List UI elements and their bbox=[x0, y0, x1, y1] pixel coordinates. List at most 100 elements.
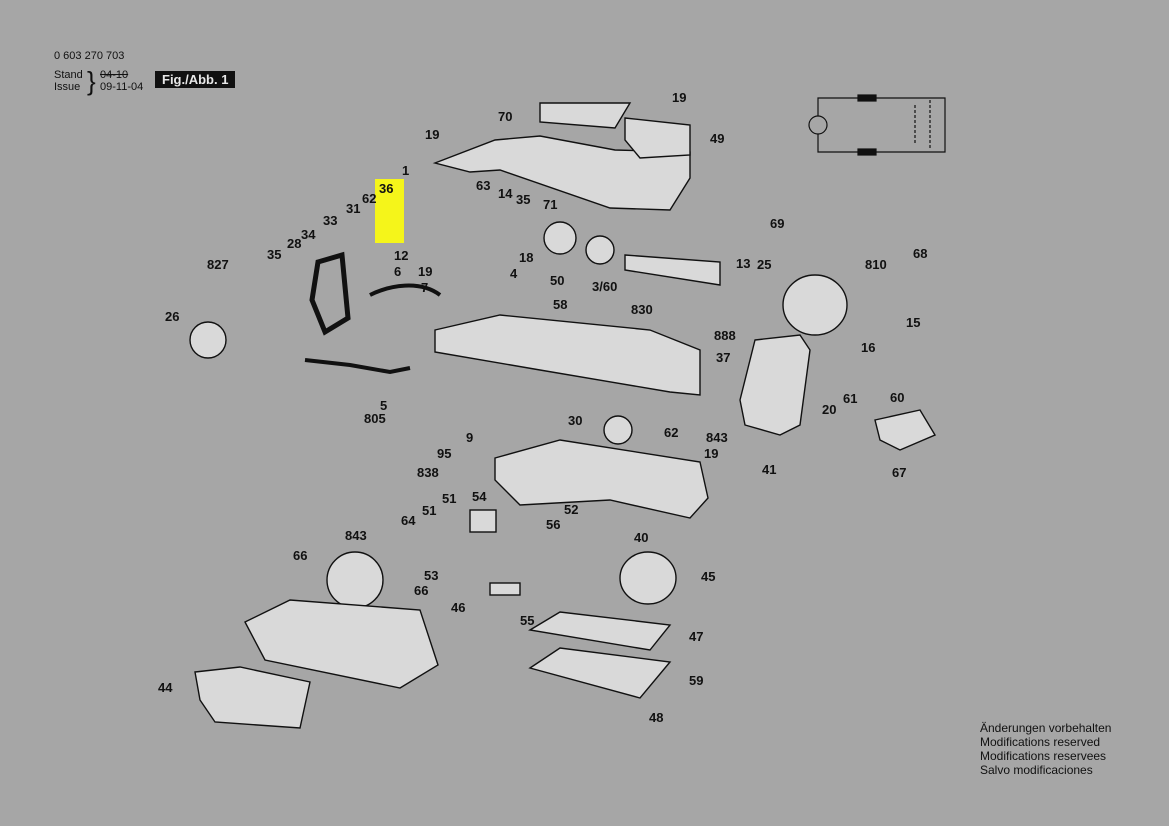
part-label-843: 843 bbox=[345, 528, 367, 543]
part-label-34: 34 bbox=[301, 227, 316, 242]
part-label-44: 44 bbox=[158, 680, 173, 695]
part-label-70: 70 bbox=[498, 109, 513, 124]
housing-top-part bbox=[432, 135, 691, 211]
part-label-36: 36 bbox=[379, 181, 394, 196]
part-label-69: 69 bbox=[770, 216, 785, 231]
part-label-3-60: 3/60 bbox=[592, 279, 618, 294]
cover-plate-part bbox=[539, 102, 632, 129]
part-label-53: 53 bbox=[424, 568, 439, 583]
part-label-810: 810 bbox=[865, 257, 887, 272]
highlight-marker bbox=[375, 179, 404, 243]
part-label-18: 18 bbox=[519, 250, 534, 265]
stand-label: Stand bbox=[54, 69, 83, 81]
side-cover-part bbox=[739, 334, 811, 436]
part-label-6: 6 bbox=[394, 264, 402, 279]
part-label-26: 26 bbox=[165, 309, 180, 324]
part-label-41: 41 bbox=[762, 462, 777, 477]
part-label-805: 805 bbox=[364, 411, 386, 426]
part-label-843: 843 bbox=[706, 430, 728, 445]
armature-part bbox=[624, 254, 721, 286]
part-label-62: 62 bbox=[362, 191, 377, 206]
part-label-47: 47 bbox=[689, 629, 704, 644]
part-label-830: 830 bbox=[631, 302, 653, 317]
part-label-13: 13 bbox=[736, 256, 751, 271]
part-label-19: 19 bbox=[418, 264, 433, 279]
part-label-40: 40 bbox=[634, 530, 649, 545]
dust-adapter-part bbox=[194, 666, 311, 729]
cord-sleeve-part bbox=[369, 283, 442, 297]
part-label-50: 50 bbox=[550, 273, 565, 288]
idler-roller-part bbox=[619, 551, 677, 605]
document-number: 0 603 270 703 bbox=[54, 50, 125, 62]
handle-part bbox=[874, 409, 937, 451]
modifications-note: Änderungen vorbehalten Modifications res… bbox=[980, 721, 1111, 777]
part-label-9: 9 bbox=[466, 430, 474, 445]
part-label-28: 28 bbox=[287, 236, 302, 251]
sanding-belt-part bbox=[244, 599, 439, 689]
part-label-838: 838 bbox=[417, 465, 439, 480]
part-label-827: 827 bbox=[207, 257, 229, 272]
part-label-56: 56 bbox=[546, 517, 561, 532]
part-label-25: 25 bbox=[757, 257, 772, 272]
part-label-1: 1 bbox=[402, 163, 410, 178]
part-label-52: 52 bbox=[564, 502, 579, 517]
part-label-95: 95 bbox=[437, 446, 452, 461]
base-housing-part bbox=[434, 314, 701, 396]
part-label-58: 58 bbox=[553, 297, 568, 312]
figure-badge: Fig./Abb. 1 bbox=[155, 71, 236, 88]
modifications-line-es: Salvo modificaciones bbox=[980, 763, 1093, 777]
part-label-64: 64 bbox=[401, 513, 416, 528]
part-label-37: 37 bbox=[716, 350, 731, 365]
gear-part bbox=[543, 221, 577, 255]
spring-part bbox=[469, 509, 497, 533]
part-label-60: 60 bbox=[890, 390, 905, 405]
part-label-66: 66 bbox=[414, 583, 429, 598]
gear-part bbox=[603, 415, 633, 445]
part-label-51: 51 bbox=[422, 503, 437, 518]
part-label-30: 30 bbox=[568, 413, 583, 428]
part-label-71: 71 bbox=[543, 197, 558, 212]
part-label-12: 12 bbox=[394, 248, 409, 263]
part-label-15: 15 bbox=[906, 315, 921, 330]
part-label-59: 59 bbox=[689, 673, 704, 688]
modifications-line-fr: Modifications reservees bbox=[980, 749, 1107, 763]
part-label-19: 19 bbox=[672, 90, 687, 105]
part-label-35: 35 bbox=[267, 247, 282, 262]
circuit-schematic bbox=[808, 94, 946, 156]
part-label-35: 35 bbox=[516, 192, 531, 207]
plate-part bbox=[528, 611, 672, 651]
part-label-19: 19 bbox=[425, 127, 440, 142]
part-label-54: 54 bbox=[472, 489, 487, 504]
drive-belt-part bbox=[309, 251, 351, 336]
modifications-line-de: Änderungen vorbehalten bbox=[980, 721, 1112, 735]
stand-value: 04-10 bbox=[100, 69, 129, 81]
part-label-68: 68 bbox=[913, 246, 928, 261]
issue-label: Issue bbox=[54, 81, 81, 93]
modifications-line-en: Modifications reserved bbox=[980, 735, 1101, 749]
cap-part bbox=[624, 117, 691, 159]
part-label-46: 46 bbox=[451, 600, 466, 615]
part-label-19: 19 bbox=[704, 446, 719, 461]
plate-part bbox=[528, 647, 672, 699]
gear-part bbox=[585, 235, 615, 265]
part-label-4: 4 bbox=[510, 266, 518, 281]
bevel-gear-part bbox=[189, 321, 227, 359]
stator-part bbox=[782, 274, 848, 336]
part-label-51: 51 bbox=[442, 491, 457, 506]
part-label-67: 67 bbox=[892, 465, 907, 480]
part-label-31: 31 bbox=[346, 201, 361, 216]
part-label-48: 48 bbox=[649, 710, 664, 725]
part-label-55: 55 bbox=[520, 613, 535, 628]
part-label-63: 63 bbox=[476, 178, 491, 193]
frame-part bbox=[494, 439, 709, 519]
part-label-33: 33 bbox=[323, 213, 338, 228]
part-label-5: 5 bbox=[380, 398, 388, 413]
part-label-16: 16 bbox=[861, 340, 876, 355]
part-label-14: 14 bbox=[498, 186, 513, 201]
pin-part bbox=[489, 582, 521, 596]
part-label-7: 7 bbox=[421, 280, 429, 295]
part-label-62: 62 bbox=[664, 425, 679, 440]
part-label-45: 45 bbox=[701, 569, 716, 584]
drive-roller-part bbox=[326, 551, 384, 609]
